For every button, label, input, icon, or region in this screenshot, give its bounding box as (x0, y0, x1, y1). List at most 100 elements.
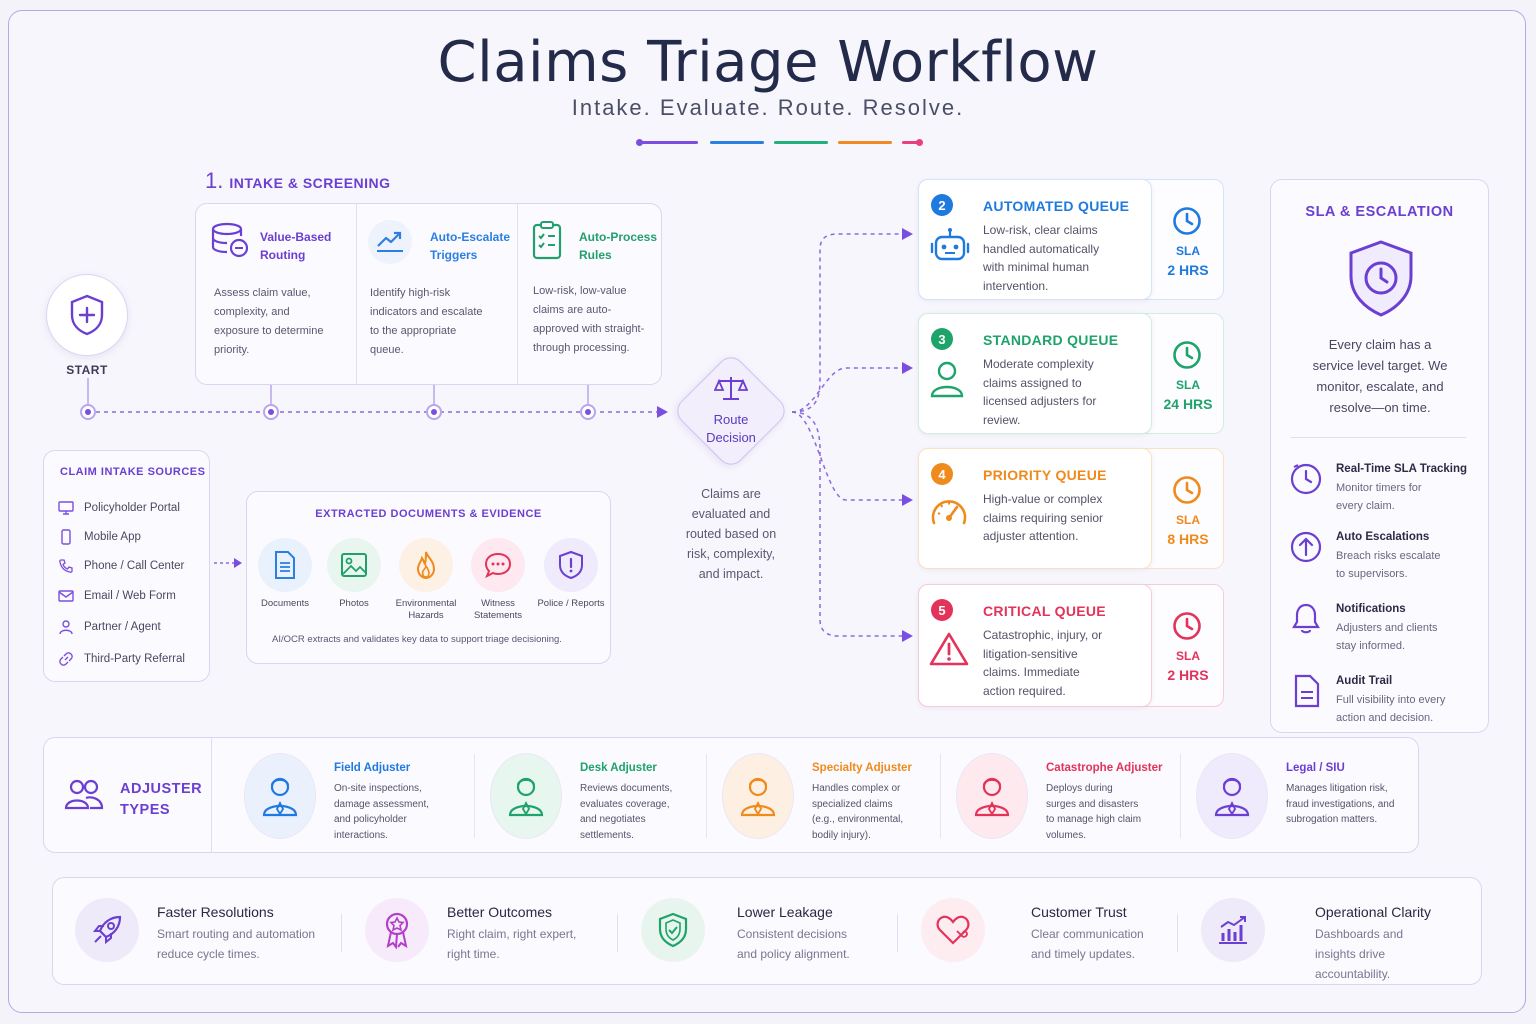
queue-title: CRITICAL QUEUE (983, 603, 1106, 619)
queue-sla-value: 24 HRS (1163, 396, 1213, 412)
checklist-icon (532, 221, 562, 260)
adjuster-item[interactable]: Desk Adjuster Reviews documents, evaluat… (488, 750, 718, 842)
page-subtitle: Intake. Evaluate. Route. Resolve. (571, 95, 965, 120)
sla-item-title: Notifications (1336, 603, 1406, 615)
document-item[interactable]: Environmental Hazards (393, 538, 459, 622)
benefit-item[interactable]: Customer Trust Clear communication and t… (921, 896, 1186, 972)
documents-items: Documents Photos Environmental Hazards W… (255, 538, 605, 622)
adjuster-name: Specialty Adjuster (812, 762, 912, 774)
document-item[interactable]: Photos (324, 538, 384, 622)
adjuster-divider (474, 754, 475, 838)
document-item[interactable]: Police / Reports (537, 538, 605, 622)
queue-sla-value: 2 HRS (1167, 262, 1209, 278)
document-item[interactable]: Documents (255, 538, 315, 622)
sla-item-escalations[interactable]: Auto Escalations Breach risks escalate t… (1289, 528, 1479, 588)
shield-clock-icon (1349, 240, 1413, 317)
benefit-divider (617, 914, 618, 952)
adjuster-description: Manages litigation risk, fraud investiga… (1286, 783, 1395, 825)
queue-card[interactable]: 5 CRITICAL QUEUE Catastrophic, injury, o… (917, 583, 1224, 707)
start-node[interactable] (46, 274, 128, 356)
intake-card-auto-process[interactable]: Auto-Process Rules Low-risk, low-value c… (529, 218, 659, 378)
documents-title: EXTRACTED DOCUMENTS & EVIDENCE (315, 508, 542, 520)
queue-card[interactable]: 2 AUTOMATED QUEUE Low-risk, clear claims… (917, 178, 1224, 300)
benefit-title: Customer Trust (1031, 904, 1127, 920)
sla-item-tracking[interactable]: Real-Time SLA Tracking Monitor timers fo… (1289, 460, 1479, 520)
intake-cards: Value-Based Routing Assess claim value, … (195, 203, 662, 385)
robot-icon (929, 226, 971, 271)
source-item[interactable]: Phone / Call Center (58, 551, 208, 580)
benefit-divider (897, 914, 898, 952)
intake-title: INTAKE & SCREENING (229, 175, 391, 191)
document-item[interactable]: Witness Statements (468, 538, 528, 622)
accent-divider (636, 139, 926, 147)
adjuster-item[interactable]: Specialty Adjuster Handles complex or sp… (720, 750, 950, 842)
intake-card-auto-escalate[interactable]: Auto-Escalate Triggers Identify high-ris… (368, 218, 513, 378)
benefit-text: Dashboards and insights drive accountabi… (1315, 927, 1404, 981)
adjuster-item[interactable]: Catastrophe Adjuster Deploys during surg… (954, 750, 1184, 842)
source-label: Policyholder Portal (84, 501, 180, 514)
benefit-item[interactable]: Faster Resolutions Smart routing and aut… (75, 896, 340, 972)
adjuster-divider (706, 754, 707, 838)
queues-column: 2 AUTOMATED QUEUE Low-risk, clear claims… (917, 178, 1224, 707)
route-decision[interactable]: Route Decision (671, 350, 791, 472)
intake-card-value-routing[interactable]: Value-Based Routing Assess claim value, … (210, 218, 350, 378)
benefits-list: Faster Resolutions Smart routing and aut… (53, 878, 1481, 984)
source-item[interactable]: Mobile App (58, 522, 208, 551)
source-item[interactable]: Email / Web Form (58, 580, 208, 611)
benefit-divider (1177, 914, 1178, 952)
telephone-icon (59, 558, 73, 573)
sla-item-text: Adjusters and clients stay informed. (1336, 622, 1438, 652)
benefit-divider (341, 914, 342, 952)
benefit-title: Faster Resolutions (157, 904, 274, 920)
users-icon (64, 779, 104, 810)
documents-panel: EXTRACTED DOCUMENTS & EVIDENCE Documents… (246, 491, 611, 664)
source-label: Third-Party Referral (84, 652, 185, 665)
queue-sla-label: SLA (1176, 244, 1200, 258)
source-label: Phone / Call Center (84, 559, 185, 572)
shield-plus-icon (70, 294, 104, 336)
adjuster-description: Handles complex or specialized claims (e… (812, 783, 904, 841)
queue-number-badge: 4 (931, 463, 953, 485)
benefit-item[interactable]: Operational Clarity Dashboards and insig… (1201, 896, 1466, 981)
source-item[interactable]: Policyholder Portal (58, 493, 208, 522)
clock-icon (1173, 476, 1201, 504)
benefit-item[interactable]: Better Outcomes Right claim, right exper… (365, 896, 630, 972)
flame-icon (399, 538, 453, 592)
clock-icon (1173, 207, 1201, 235)
adjuster-name: Field Adjuster (334, 762, 411, 774)
sla-item-title: Audit Trail (1336, 675, 1393, 687)
adjuster-item[interactable]: Legal / SIU Manages litigation risk, fra… (1194, 750, 1424, 842)
source-item[interactable]: Third-Party Referral (58, 642, 208, 675)
queue-number-badge: 5 (931, 599, 953, 621)
intake-card-title: Auto-Escalate Triggers (430, 230, 511, 262)
adjuster-avatar-icon (956, 753, 1028, 839)
queue-description: Catastrophic, injury, or litigation-sens… (983, 628, 1103, 698)
benefits-panel: Faster Resolutions Smart routing and aut… (52, 877, 1482, 985)
trend-up-icon (368, 220, 412, 264)
queue-card[interactable]: 3 STANDARD QUEUE Moderate complexity cla… (917, 312, 1224, 434)
queue-title: PRIORITY QUEUE (983, 467, 1107, 483)
flow-dot-3 (580, 404, 596, 420)
document-icon (258, 538, 312, 592)
intake-number: 1. (205, 168, 224, 193)
adjuster-divider (940, 754, 941, 838)
queue-card[interactable]: 4 PRIORITY QUEUE High-value or complex c… (917, 447, 1224, 569)
clock-icon (1173, 341, 1201, 369)
adjuster-name: Legal / SIU (1286, 762, 1345, 774)
sla-item-text: Full visibility into every action and de… (1336, 694, 1446, 724)
queue-sla-value: 2 HRS (1167, 667, 1209, 683)
monitor-icon (58, 500, 74, 515)
adjuster-item[interactable]: Field Adjuster On-site inspections, dama… (242, 750, 472, 842)
source-item[interactable]: Partner / Agent (58, 611, 208, 642)
phone-device-icon (61, 528, 71, 545)
start-label: START (66, 363, 108, 377)
chat-bubble-icon (471, 538, 525, 592)
benefit-item[interactable]: Lower Leakage Consistent decisions and p… (641, 896, 906, 972)
sla-item-notifications[interactable]: Notifications Adjusters and clients stay… (1289, 600, 1479, 660)
sla-title: SLA & ESCALATION (1305, 204, 1454, 220)
intake-heading: 1. INTAKE & SCREENING (205, 168, 391, 194)
document-label: Documents (260, 598, 310, 609)
sla-item-title: Real-Time SLA Tracking (1336, 463, 1468, 475)
sla-item-audit[interactable]: Audit Trail Full visibility into every a… (1289, 672, 1479, 732)
